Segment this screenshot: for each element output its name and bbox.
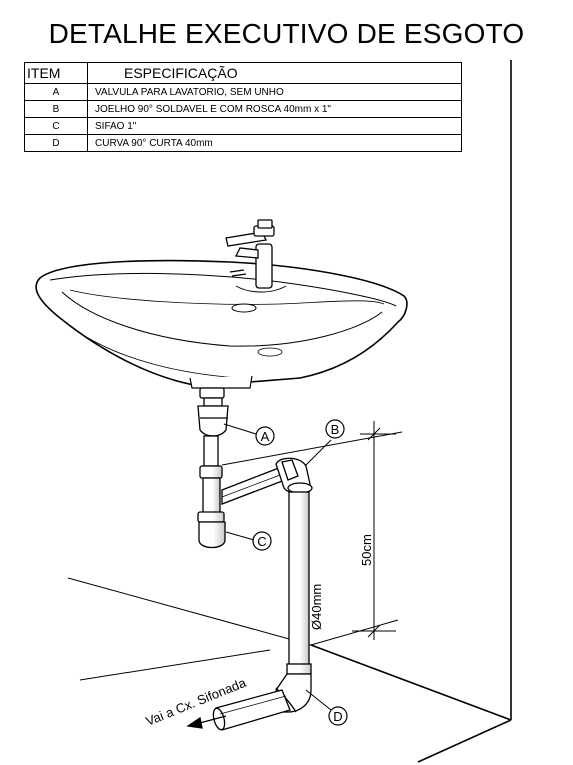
callout-d-label: D <box>333 709 342 724</box>
valve-fitting <box>197 387 229 467</box>
floor-line <box>67 431 403 681</box>
table-row: C SIFAO 1" <box>24 117 462 135</box>
item-cell: D <box>24 134 88 152</box>
specification-table: ITEM ESPECIFICAÇÃO A VALVULA PARA LAVATO… <box>24 62 462 152</box>
callout-d: D <box>328 706 348 726</box>
callout-leaders <box>223 423 332 711</box>
elbow-joint-b <box>275 457 313 494</box>
height-dimension-label: 50cm <box>359 534 374 566</box>
vertical-pipe <box>286 491 312 675</box>
dimension-line <box>352 421 396 640</box>
callout-a-label: A <box>261 429 270 444</box>
faucet <box>225 219 275 289</box>
callout-b: B <box>325 419 345 439</box>
sink-basin <box>35 259 408 389</box>
callout-a: A <box>255 426 275 446</box>
spec-cell: CURVA 90° CURTA 40mm <box>87 134 462 152</box>
wall-outline <box>310 60 512 763</box>
callout-c-label: C <box>257 534 266 549</box>
table-row: D CURVA 90° CURTA 40mm <box>24 134 462 152</box>
callout-b-label: B <box>331 422 340 437</box>
siphon <box>197 465 226 549</box>
flow-arrow <box>186 715 227 729</box>
outlet-pipe <box>212 689 291 731</box>
callout-c: C <box>252 531 272 551</box>
diameter-dimension-label: Ø40mm <box>309 584 324 630</box>
page-title: DETALHE EXECUTIVO DE ESGOTO <box>48 18 525 49</box>
